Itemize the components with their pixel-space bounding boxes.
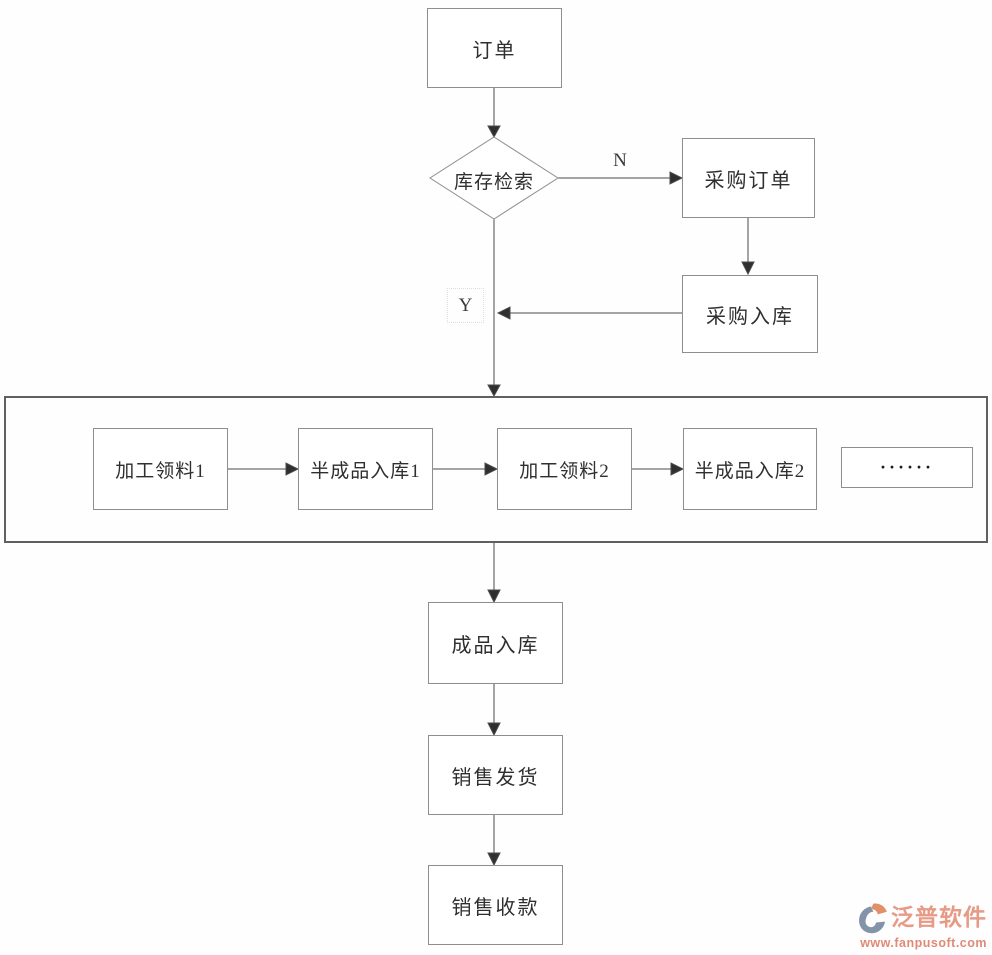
node-process-picking-2-label: 加工领料2	[519, 460, 610, 482]
arrow-purchase-order-to-purchase-receipt	[741, 218, 755, 276]
production-stage-container	[4, 396, 988, 543]
node-inventory-check-label: 库存检索	[453, 172, 534, 193]
node-process-picking-1: 加工领料1	[93, 428, 228, 510]
node-sales-delivery: 销售发货	[428, 735, 563, 815]
node-sales-collection: 销售收款	[428, 865, 563, 945]
node-sales-collection-label: 销售收款	[451, 896, 540, 919]
brand-watermark: 泛普软件 www.fanpusoft.com	[845, 901, 987, 950]
arrow-container-to-finished-goods	[487, 543, 501, 604]
inventory-check-diamond-shape	[429, 136, 559, 220]
fanpu-logo-icon	[859, 903, 887, 933]
brand-name: 泛普软件	[891, 904, 987, 930]
arrow-purchase-receipt-to-main-line	[496, 306, 682, 320]
node-sales-delivery-label: 销售发货	[451, 766, 540, 789]
node-order-label: 订单	[472, 39, 517, 62]
node-purchase-receipt-label: 采购入库	[706, 305, 794, 328]
node-semi-finished-in-2: 半成品入库2	[683, 428, 817, 510]
node-purchase-receipt: 采购入库	[682, 275, 818, 353]
node-semi-finished-in-1-label: 半成品入库1	[310, 460, 421, 482]
arrow-picking2-to-semi2	[632, 462, 685, 476]
node-process-picking-2: 加工领料2	[497, 428, 632, 510]
arrow-inventory-check-to-purchase-order	[558, 171, 684, 185]
node-finished-goods-in-label: 成品入库	[451, 634, 540, 657]
edge-label-no: N	[613, 150, 627, 171]
node-purchase-order: 采购订单	[682, 138, 815, 218]
node-finished-goods-in: 成品入库	[428, 602, 563, 684]
arrow-picking1-to-semi1	[228, 462, 300, 476]
arrow-order-to-inventory-check	[487, 88, 501, 139]
edge-label-yes: Y	[447, 288, 484, 323]
arrow-inventory-check-to-production-container	[487, 219, 501, 398]
node-order: 订单	[427, 8, 562, 88]
node-process-picking-1-label: 加工领料1	[115, 460, 206, 482]
node-semi-finished-in-1: 半成品入库1	[298, 428, 433, 510]
node-ellipsis: ······	[841, 447, 973, 488]
arrow-finished-goods-to-sales-delivery	[487, 684, 501, 737]
node-purchase-order-label: 采购订单	[704, 169, 793, 192]
arrow-sales-delivery-to-sales-collection	[487, 815, 501, 867]
node-semi-finished-in-2-label: 半成品入库2	[694, 460, 806, 482]
arrow-semi1-to-picking2	[433, 462, 499, 476]
node-ellipsis-label: ······	[879, 457, 935, 477]
brand-website: www.fanpusoft.com	[860, 935, 987, 950]
